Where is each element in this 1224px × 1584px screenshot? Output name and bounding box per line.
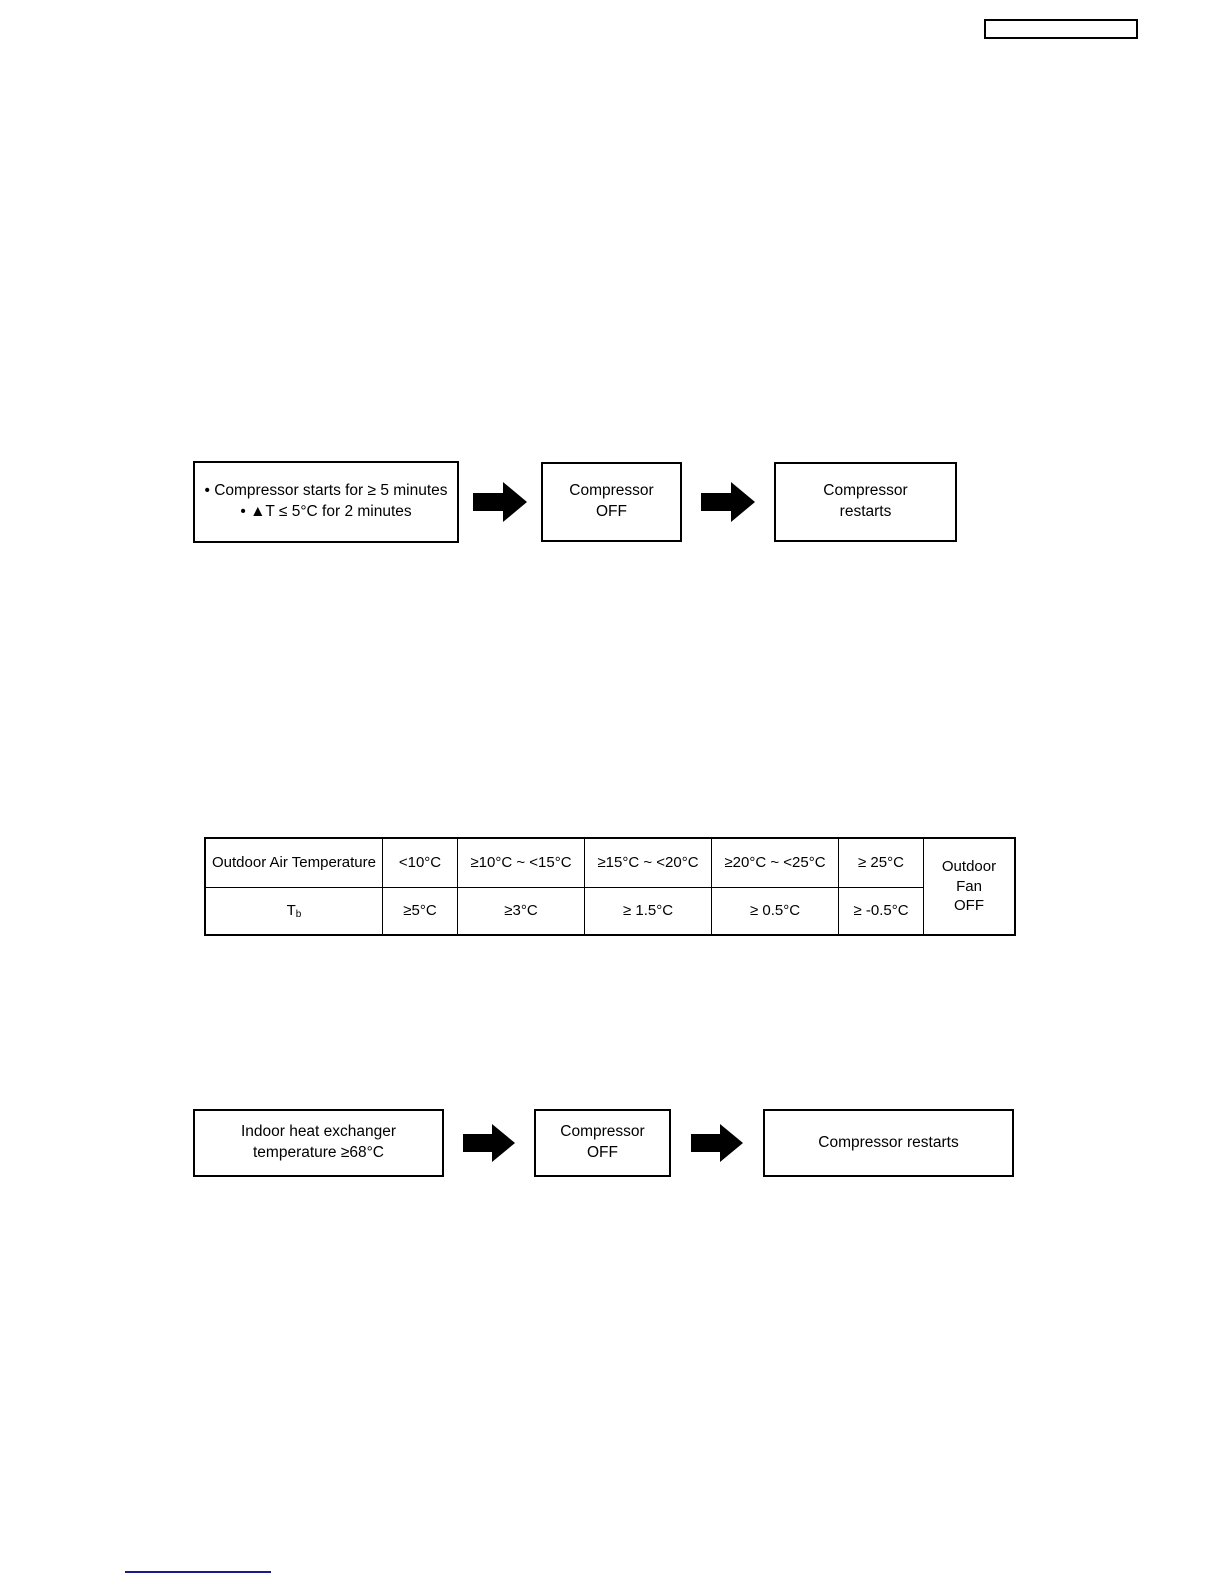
flow2-condition-line2: temperature ≥68°C: [252, 1144, 385, 1161]
flow2-condition-line1: Indoor heat exchanger: [240, 1123, 397, 1141]
fan-cell-line2: Fan: [956, 877, 982, 895]
tb-label-text: T: [286, 902, 296, 920]
flow2-restart-line1: Compressor restarts: [818, 1133, 959, 1151]
right-arrow-icon: [459, 480, 541, 524]
header-label-line2: Temperature: [291, 854, 376, 872]
cell-tb-value-4: ≥ 0.5°C: [711, 887, 839, 936]
flow2-off-line1: Compressor: [560, 1123, 645, 1141]
footer-rule: [125, 1571, 271, 1573]
right-arrow-icon: [682, 480, 774, 524]
cell-tb-value-5: ≥ -0.5°C: [838, 887, 924, 936]
cell-range-3: ≥15°C ~ <20°C: [584, 837, 712, 888]
cell-tb-value-1: ≥5°C: [382, 887, 458, 936]
table-row-header: Outdoor Air Temperature <10°C ≥10°C ~ <1…: [204, 837, 1016, 936]
flow2-compressor-restart-box: Compressor restarts: [763, 1109, 1014, 1177]
flow1-restart-line1: Compressor: [823, 482, 908, 500]
flow1-condition-line1: • Compressor starts for ≥ 5 minutes: [204, 482, 448, 500]
flow-compressor-delta-t: • Compressor starts for ≥ 5 minutes • ▲T…: [193, 461, 957, 543]
flow1-condition-line2: • ▲T ≤ 5°C for 2 minutes: [240, 503, 412, 520]
tb-label-subscript: b: [295, 909, 302, 921]
cell-range-1: <10°C: [382, 837, 458, 888]
right-arrow-icon: [444, 1122, 534, 1164]
outdoor-fan-off-table-wrap: Outdoor Air Temperature <10°C ≥10°C ~ <1…: [204, 837, 1016, 936]
cell-range-4: ≥20°C ~ <25°C: [711, 837, 839, 888]
fan-cell-line1: Outdoor: [941, 858, 997, 876]
flow2-off-line2: OFF: [587, 1144, 618, 1161]
flow1-compressor-off-box: Compressor OFF: [541, 462, 682, 542]
flow1-off-line2: OFF: [596, 503, 627, 520]
right-arrow-icon: [671, 1122, 763, 1164]
cell-tb-value-2: ≥3°C: [457, 887, 585, 936]
cell-tb-label: Tb: [204, 887, 383, 936]
cell-range-5: ≥ 25°C: [838, 837, 924, 888]
table-row-tb: Tb ≥5°C ≥3°C ≥ 1.5°C ≥ 0.5°C ≥ -0.5°C: [204, 887, 1015, 936]
header-label-line1: Outdoor Air: [212, 854, 288, 872]
flow1-off-line1: Compressor: [569, 482, 654, 500]
cell-outdoor-air-temperature-label: Outdoor Air Temperature: [204, 837, 383, 888]
page-header-box: [984, 19, 1138, 39]
flow2-condition-box: Indoor heat exchanger temperature ≥68°C: [193, 1109, 444, 1177]
flow1-restart-line2: restarts: [839, 503, 892, 520]
flow2-compressor-off-box: Compressor OFF: [534, 1109, 671, 1177]
fan-cell-line3: OFF: [954, 897, 984, 915]
cell-range-2: ≥10°C ~ <15°C: [457, 837, 585, 888]
flow1-condition-box: • Compressor starts for ≥ 5 minutes • ▲T…: [193, 461, 459, 543]
outdoor-fan-off-table: Outdoor Air Temperature <10°C ≥10°C ~ <1…: [204, 837, 1016, 936]
cell-tb-value-3: ≥ 1.5°C: [584, 887, 712, 936]
cell-outdoor-fan-off: Outdoor Fan OFF: [923, 837, 1016, 936]
flow1-compressor-restart-box: Compressor restarts: [774, 462, 957, 542]
flow-indoor-heat-exchanger: Indoor heat exchanger temperature ≥68°C …: [193, 1109, 1014, 1177]
